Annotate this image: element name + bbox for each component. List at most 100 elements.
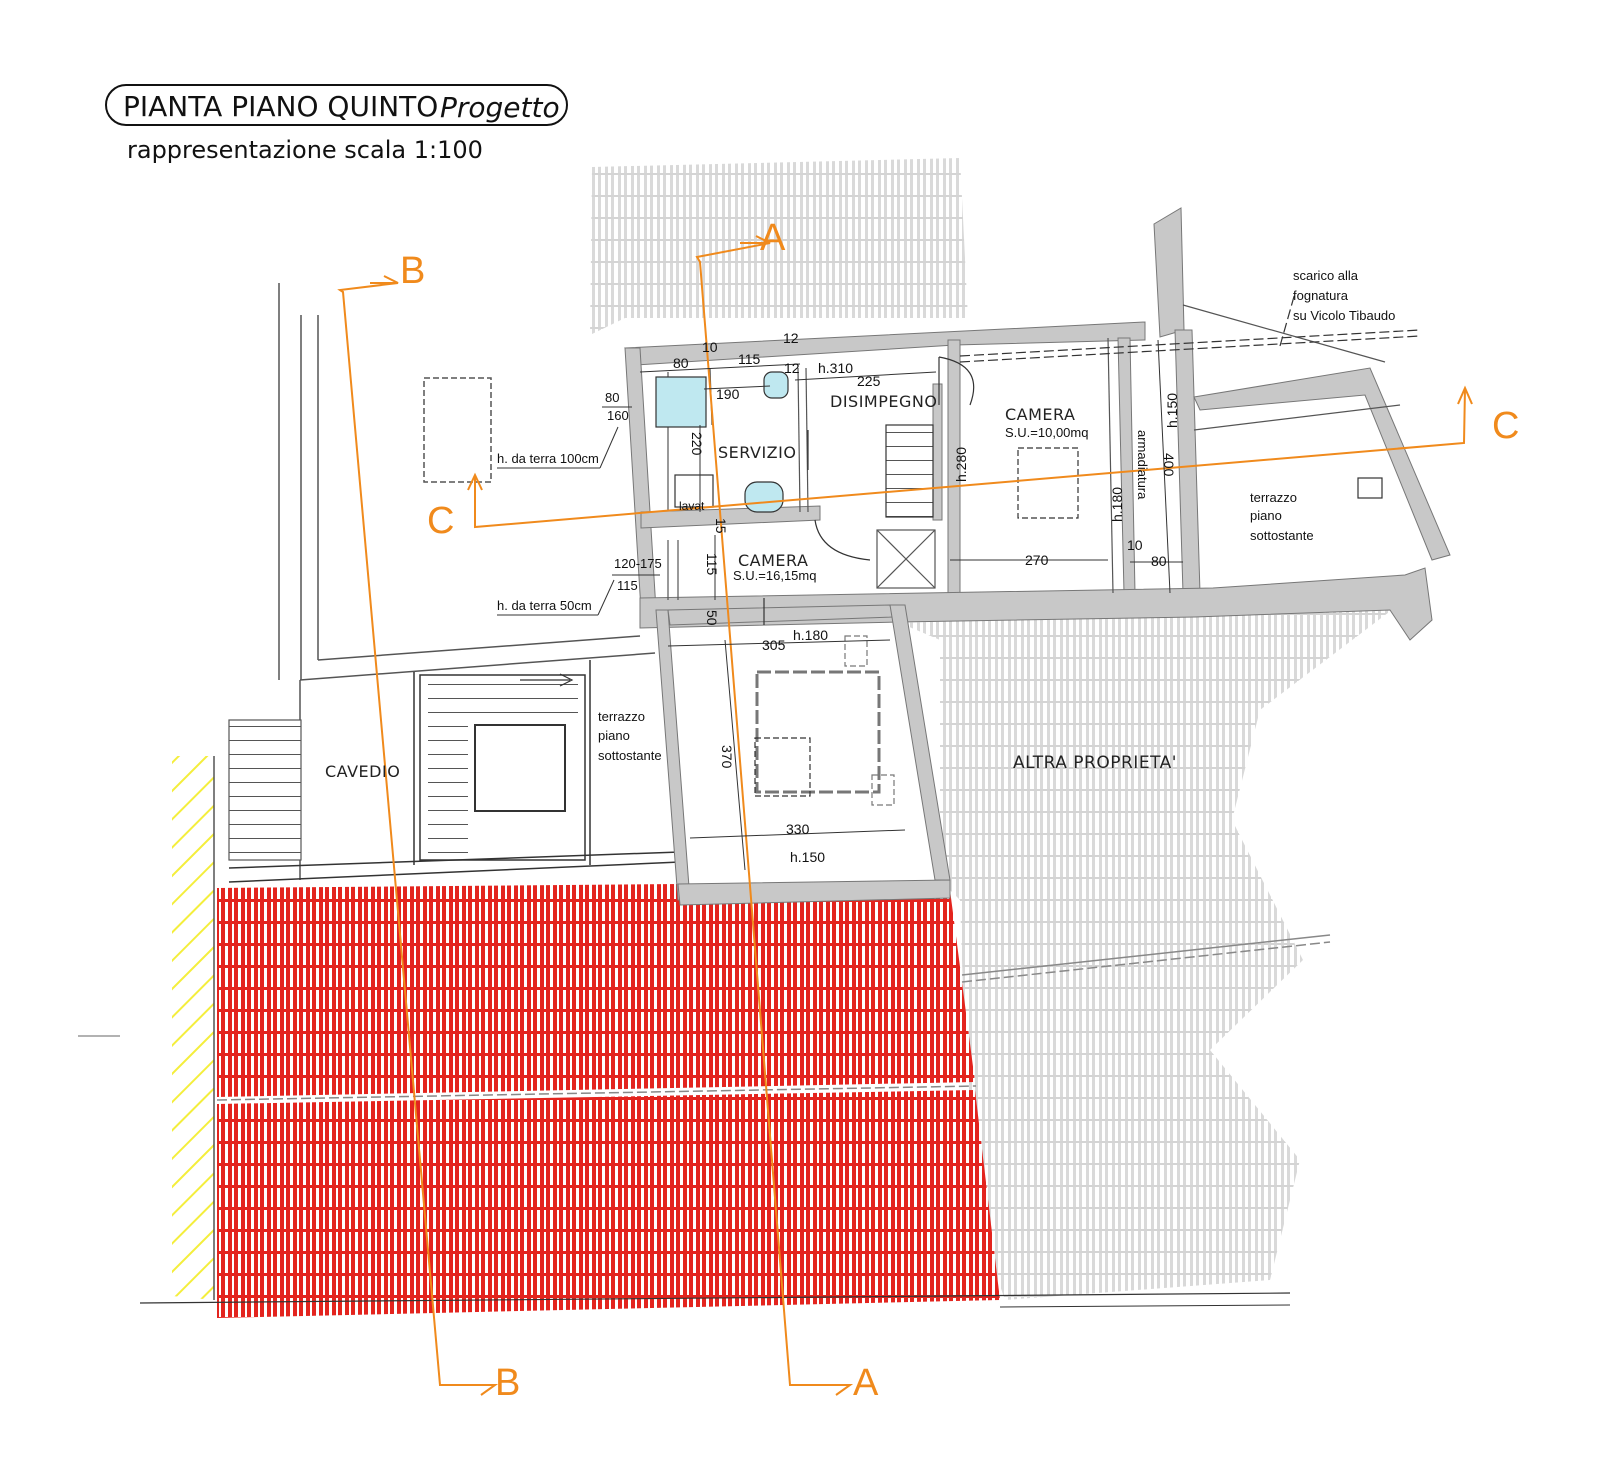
- toilet: [763, 371, 789, 399]
- sewer-pipe: [959, 292, 1421, 363]
- walls: [624, 207, 1451, 906]
- hvac-outline: [755, 670, 881, 794]
- hvac-bot: [871, 774, 895, 806]
- dim-h180-right: h.180: [1109, 487, 1125, 522]
- scale-note: rappresentazione scala 1:100: [127, 136, 483, 164]
- bed-outline-camera2: [1017, 447, 1079, 519]
- ground-line-b: [999, 1304, 1291, 1308]
- roof-right-gray: [900, 600, 1405, 1300]
- ground-line: [139, 1292, 1291, 1304]
- roof-ridge-gray-b: [961, 941, 1331, 983]
- dim-220: 220: [689, 432, 705, 456]
- dim-12-b: 12: [784, 360, 800, 376]
- dimension-lines: [639, 339, 1183, 871]
- title-frame: [105, 84, 568, 126]
- section-line-b: [337, 282, 495, 1386]
- terrazzo-right-3: sottostante: [1250, 528, 1314, 543]
- note-win2-b: 115: [617, 578, 638, 593]
- note-scarico-3: su Vicolo Tibaudo: [1293, 308, 1395, 323]
- stair-outer-left: [228, 719, 302, 861]
- room-cavedio: CAVEDIO: [325, 762, 400, 781]
- dim-370: 370: [719, 745, 735, 769]
- dim-190: 190: [716, 386, 740, 402]
- terrace-box: [1357, 477, 1383, 499]
- room-camera2: CAMERA: [1005, 405, 1075, 424]
- dim-330: 330: [786, 821, 810, 837]
- section-label-a-top: A: [760, 217, 786, 259]
- sink: [674, 474, 714, 508]
- section-label-a-bottom: A: [853, 1362, 879, 1404]
- room-altra-proprieta: ALTRA PROPRIETA': [1013, 753, 1177, 773]
- note-win1-a: 80: [605, 390, 619, 405]
- dim-12-top: 12: [783, 330, 799, 346]
- dimension-labels: 80 10 115 12 12 h.310 225 190 220 15 115…: [673, 330, 1180, 865]
- courtyard-bottom: [228, 851, 681, 883]
- note-h-terra-100: h. da terra 100cm: [497, 451, 599, 466]
- dim-10-right: 10: [1127, 537, 1143, 553]
- skylight-window: [423, 377, 492, 483]
- door-swing-1: [938, 356, 975, 406]
- fixtures: [674, 371, 1383, 806]
- dim-115-top: 115: [738, 351, 761, 367]
- note-win2-a: 120-175: [614, 556, 662, 571]
- dim-305: 305: [762, 637, 786, 653]
- section-label-c-left: C: [427, 500, 454, 542]
- dim-15: 15: [713, 518, 729, 534]
- hvac-top: [844, 635, 868, 667]
- note-h-terra-50: h. da terra 50cm: [497, 598, 592, 613]
- dim-h280: h.280: [953, 447, 969, 482]
- note-scarico-1: scarico alla: [1293, 268, 1359, 283]
- dim-80-right: 80: [1151, 553, 1167, 569]
- roof-ridge-red: [216, 1085, 977, 1101]
- dim-50: 50: [704, 610, 720, 626]
- notes: scarico alla fognatura su Vicolo Tibaudo…: [497, 268, 1395, 616]
- dim-400: 400: [1161, 453, 1177, 477]
- section-label-c-right: C: [1492, 405, 1519, 447]
- terrazzo-right-2: piano: [1250, 508, 1282, 523]
- room-camera1: CAMERA: [738, 551, 808, 570]
- dim-h310: h.310: [818, 360, 853, 376]
- shower-glass: [655, 376, 707, 428]
- terrazzo-left-3: sottostante: [598, 748, 662, 763]
- dim-80-top: 80: [673, 355, 689, 371]
- dim-270: 270: [1025, 552, 1049, 568]
- stair-block-center: [413, 660, 591, 865]
- terrazzo-left-2: piano: [598, 728, 630, 743]
- section-line-c: [474, 387, 1466, 529]
- dim-h150-right: h.150: [1164, 393, 1180, 428]
- room-disimpegno: DISIMPEGNO: [830, 392, 937, 411]
- room-camera1-area: S.U.=16,15mq: [733, 568, 816, 583]
- room-labels: SERVIZIO DISIMPEGNO CAMERA S.U.=16,15mq …: [325, 392, 1314, 781]
- section-label-b-bottom: B: [495, 1362, 520, 1404]
- roof-red-upper: [217, 884, 975, 1097]
- door-swing-2: [814, 519, 871, 561]
- dim-10: 10: [702, 339, 718, 355]
- roof-top-gray: [590, 158, 968, 335]
- dim-h180-bot: h.180: [793, 627, 828, 643]
- hatch-yellow-left: [172, 756, 214, 1300]
- roof-ridge-gray: [961, 934, 1331, 976]
- room-camera2-area: S.U.=10,00mq: [1005, 425, 1088, 440]
- room-servizio: SERVIZIO: [718, 443, 796, 462]
- room-lavat: lavat: [679, 499, 705, 513]
- room-armadiatura: armadiatura: [1135, 430, 1150, 500]
- terrazzo-right-1: terrazzo: [1250, 490, 1297, 505]
- title-block: PIANTA PIANO QUINTO Progetto rappresenta…: [105, 84, 568, 164]
- dim-115-mid: 115: [704, 553, 720, 576]
- hvac-inner: [754, 737, 811, 797]
- section-line-a: [695, 242, 850, 1386]
- dim-h150-bot: h.150: [790, 849, 825, 865]
- partitions: [667, 304, 1401, 600]
- roof-red-lower: [217, 1090, 1000, 1318]
- terrazzo-left-1: terrazzo: [598, 709, 645, 724]
- note-win1-b: 160: [607, 408, 629, 423]
- section-label-b-top: B: [400, 250, 425, 292]
- roofs: [78, 158, 1405, 1318]
- bidet: [744, 481, 784, 513]
- stair-disimpegno: [885, 424, 934, 518]
- title-sub: Progetto: [440, 91, 560, 124]
- section-lines: [337, 235, 1473, 1396]
- dim-225: 225: [857, 373, 881, 389]
- note-scarico-2: fognatura: [1293, 288, 1349, 303]
